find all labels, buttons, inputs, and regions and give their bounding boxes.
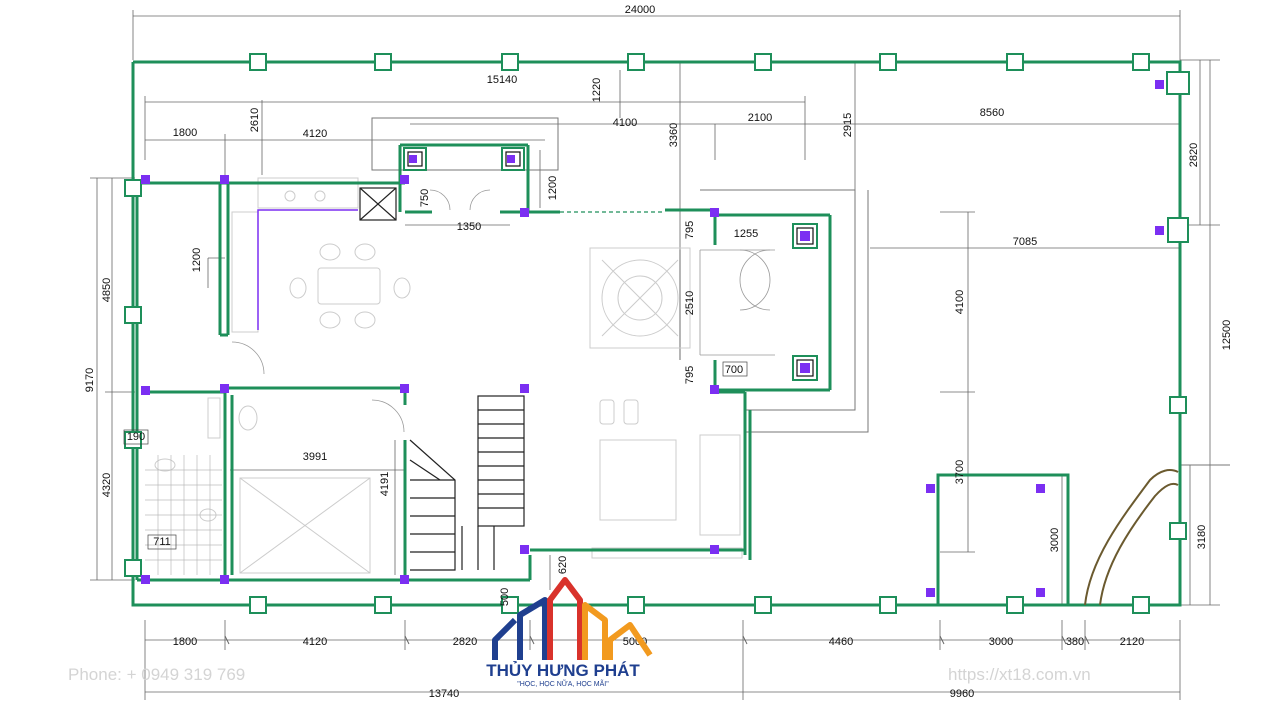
- dim-bottom-4460: 4460: [829, 636, 853, 648]
- dim-9170: 9170: [84, 368, 96, 392]
- dim-3360: 3360: [668, 123, 680, 147]
- dim-bottom-4120: 4120: [303, 636, 327, 648]
- dim-bottom-2820: 2820: [453, 636, 477, 648]
- dim-795-a: 795: [684, 221, 696, 239]
- dim-1200-left: 1200: [191, 248, 203, 272]
- dim-711: 711: [153, 536, 171, 548]
- dim-3180: 3180: [1196, 525, 1208, 549]
- dim-8560: 8560: [980, 107, 1004, 119]
- dim-bottom-13740: 13740: [429, 688, 460, 700]
- walls: [131, 60, 1182, 607]
- dim-bottom-2120: 2120: [1120, 636, 1144, 648]
- dim-4191: 4191: [379, 472, 391, 496]
- column-markers: [141, 80, 1164, 597]
- dim-bottom-3000: 3000: [989, 636, 1013, 648]
- door-swings: [231, 189, 775, 433]
- watermark-phone: Phone: + 0949 319 769: [68, 665, 245, 684]
- dim-1350: 1350: [457, 221, 481, 233]
- dim-bottom-9960: 9960: [950, 688, 974, 700]
- dim-4850: 4850: [101, 278, 113, 302]
- dim-15140: 15140: [487, 74, 518, 86]
- dim-4320: 4320: [101, 473, 113, 497]
- dim-190: 190: [127, 431, 145, 443]
- dim-3700: 3700: [954, 460, 966, 484]
- logo-brand-name: THỦY HƯNG PHÁT: [486, 661, 640, 680]
- dim-1220: 1220: [591, 78, 603, 102]
- windows: [265, 182, 700, 581]
- dim-2610: 2610: [249, 108, 261, 132]
- columns: [124, 53, 1190, 614]
- dim-bottom-1800: 1800: [173, 636, 197, 648]
- dim-12500: 12500: [1221, 320, 1233, 351]
- dim-4120-top: 4120: [303, 128, 327, 140]
- brand-logo: THỦY HƯNG PHÁT "HỌC, HỌC NỮA, HỌC MÃI": [486, 577, 653, 688]
- dimension-ticks: [224, 635, 1090, 645]
- dim-2915: 2915: [842, 113, 854, 137]
- watermark-url: https://xt18.com.vn: [948, 665, 1091, 684]
- dim-620: 620: [557, 556, 569, 574]
- dim-4100: 4100: [613, 117, 637, 129]
- dim-7085: 7085: [1013, 236, 1037, 248]
- logo-buildings-icon: [492, 577, 653, 660]
- staircase: [409, 395, 525, 571]
- bathroom-tiles: [145, 455, 222, 575]
- logo-slogan: "HỌC, HỌC NỮA, HỌC MÃI": [517, 679, 609, 688]
- terrace-outline: [371, 117, 1230, 466]
- dim-795-b: 795: [684, 366, 696, 384]
- driveway-curves: [1084, 469, 1179, 606]
- dim-1255: 1255: [734, 228, 758, 240]
- elevator-shaft: [359, 187, 397, 221]
- furniture: [154, 177, 743, 574]
- dim-700: 700: [725, 364, 743, 376]
- dim-3991: 3991: [303, 451, 327, 463]
- dim-2100: 2100: [748, 112, 772, 124]
- dimension-label-boxes: [123, 361, 748, 550]
- dim-1200-top: 1200: [547, 176, 559, 200]
- dimension-labels: 24000 15140 1220 2610 1800 4120 4100 336…: [84, 4, 1233, 700]
- dim-2510: 2510: [684, 291, 696, 315]
- dimension-lines: [90, 10, 1220, 700]
- dim-1800-top: 1800: [173, 127, 197, 139]
- dim-750: 750: [419, 189, 431, 207]
- pillar-inner: [407, 151, 814, 377]
- dim-3000-v: 3000: [1049, 528, 1061, 552]
- dim-top-total: 24000: [625, 4, 656, 16]
- dim-2820-right: 2820: [1188, 143, 1200, 167]
- kitchen-outline: [257, 209, 358, 330]
- dim-4100-right: 4100: [954, 290, 966, 314]
- dim-bottom-380: 380: [1066, 636, 1084, 648]
- dim-500: 500: [499, 588, 511, 606]
